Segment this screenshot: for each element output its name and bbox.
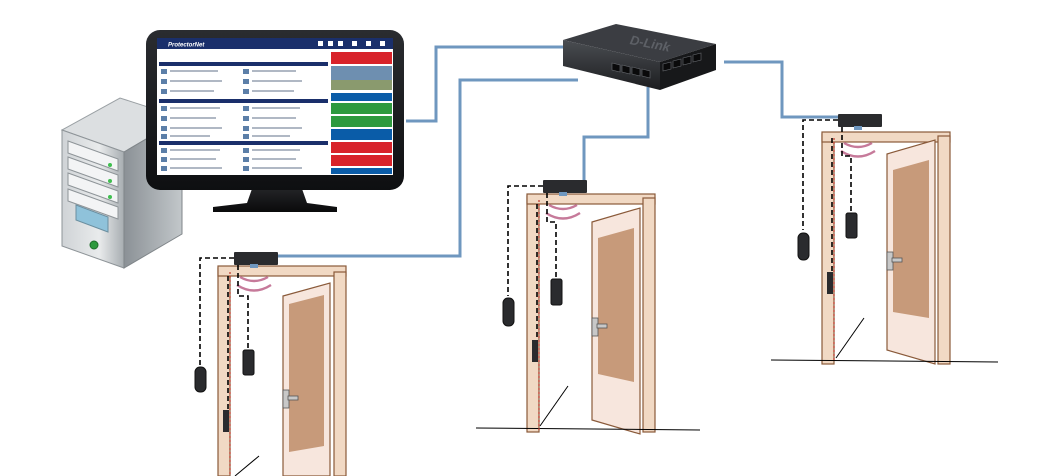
door-frame <box>821 133 835 365</box>
door-window <box>893 160 929 318</box>
network-cables <box>268 45 838 258</box>
electric-strike-icon <box>242 349 255 376</box>
electric-strike-icon <box>550 278 563 306</box>
floor-line <box>475 427 701 431</box>
floor-line <box>770 359 999 363</box>
monitor-stand <box>213 186 337 212</box>
door-window <box>598 228 634 382</box>
cable-switch-to-door-3 <box>724 60 838 119</box>
monitor-screen: ProtectorNet <box>157 38 393 175</box>
door-3 <box>770 114 999 365</box>
status-leds <box>108 163 112 199</box>
electric-strike-icon <box>845 212 858 239</box>
drive-display <box>75 204 109 233</box>
door-controller-icon <box>838 114 882 127</box>
network-switch-icon: D-Link <box>563 24 716 90</box>
card-reader-icon <box>502 297 515 327</box>
door-window <box>289 295 324 452</box>
door-controller-icon <box>543 180 587 193</box>
door-controller-icon <box>234 252 278 265</box>
door-2 <box>475 180 701 435</box>
screen-right-panel <box>331 52 392 174</box>
screen-left-panel <box>159 62 328 171</box>
drive-bays <box>67 140 119 220</box>
card-reader-icon <box>194 366 207 393</box>
door-1 <box>194 252 347 476</box>
cable-switch-to-door-1 <box>268 78 578 258</box>
monitor-icon: ProtectorNet <box>146 30 404 212</box>
card-reader-icon <box>797 232 810 261</box>
power-button <box>89 240 99 250</box>
app-brand: ProtectorNet <box>168 43 205 49</box>
rf-waves-icon <box>545 203 581 220</box>
rf-waves-icon <box>236 275 272 292</box>
switch-ports <box>611 52 702 79</box>
rf-waves-icon <box>840 141 876 158</box>
cable-switch-to-door-2 <box>582 87 650 186</box>
cable-switch-to-monitor <box>406 45 563 123</box>
